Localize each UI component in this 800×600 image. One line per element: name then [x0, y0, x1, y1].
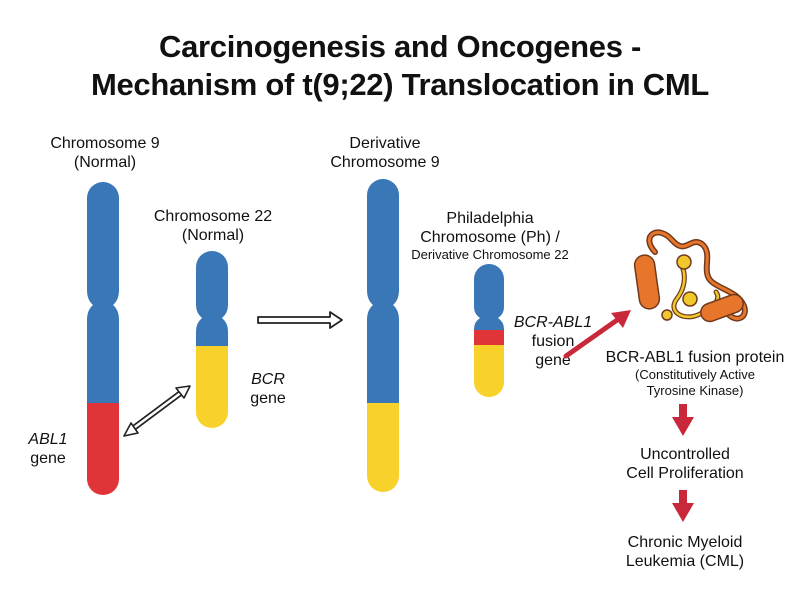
bcr-gene-label: BCR gene — [238, 370, 298, 408]
chromosome-9-name: Chromosome 9 — [50, 135, 160, 152]
fusion-protein-label: BCR-ABL1 fusion protein (Constitutively … — [590, 348, 800, 399]
chromosome-22-name: Chromosome 22 — [153, 208, 273, 225]
derivative-9-line-1: Derivative — [349, 135, 421, 152]
title-line-2: Mechanism of t(9;22) Translocation in CM… — [90, 67, 710, 102]
fusion-gene-label: BCR-ABL1 fusion gene — [508, 313, 598, 370]
title-line-1: Carcinogenesis and Oncogenes - — [159, 29, 641, 64]
cml-line-2: Leukemia (CML) — [625, 553, 745, 570]
cml-line-1: Chronic Myeloid — [627, 534, 743, 551]
translocation-arrow — [257, 311, 343, 329]
fusion-gene-line-3: gene — [535, 352, 571, 369]
philadelphia-chromosome — [474, 264, 504, 397]
fusion-protein-line-2: (Constitutively Active — [635, 367, 755, 382]
abl1-gene-label: ABL1 gene — [18, 430, 78, 468]
chromosome-22 — [196, 251, 228, 428]
fusion-to-protein-arrow — [563, 310, 631, 359]
chromosome-9-state: (Normal) — [73, 154, 137, 171]
cell-proliferation-label: Uncontrolled Cell Proliferation — [595, 445, 775, 483]
abl1-segment — [87, 403, 119, 495]
exchange-double-arrow — [123, 385, 191, 437]
diagram-title: Carcinogenesis and Oncogenes - Mechanism… — [0, 28, 800, 104]
cml-label: Chronic Myeloid Leukemia (CML) — [595, 533, 775, 571]
chromosome-9 — [87, 182, 119, 495]
fusion-protein-icon — [633, 229, 748, 323]
abl1-gene-suffix: gene — [30, 450, 66, 467]
fusion-gene-line-2: fusion — [531, 333, 575, 350]
fusion-protein-line-3: Tyrosine Kinase) — [646, 383, 744, 398]
proliferation-line-2: Cell Proliferation — [626, 465, 744, 482]
derivative-chromosome-9 — [367, 179, 399, 492]
chromosome-22-label: Chromosome 22 (Normal) — [138, 207, 288, 245]
chromosome-9-label: Chromosome 9 (Normal) — [30, 134, 180, 172]
philadelphia-chromosome-label: Philadelphia Chromosome (Ph) / Derivativ… — [400, 209, 580, 263]
fusion-gene-name: BCR-ABL1 — [513, 314, 593, 331]
bcr-gene-suffix: gene — [250, 390, 286, 407]
proliferation-to-cml-arrow — [672, 490, 694, 522]
chromosome-22-state: (Normal) — [181, 227, 245, 244]
derivative-chromosome-9-label: Derivative Chromosome 9 — [310, 134, 460, 172]
abl1-gene-name: ABL1 — [28, 431, 68, 448]
bcr-segment — [196, 346, 228, 428]
ph-bcr-segment — [474, 345, 504, 397]
derivative-9-yellow-segment — [367, 403, 399, 492]
fusion-protein-title: BCR-ABL1 fusion protein — [605, 349, 785, 366]
philadelphia-line-3: Derivative Chromosome 22 — [411, 247, 569, 262]
proliferation-line-1: Uncontrolled — [640, 446, 730, 463]
bcr-gene-name: BCR — [251, 371, 285, 388]
philadelphia-line-2: Chromosome (Ph) / — [420, 229, 560, 246]
philadelphia-line-1: Philadelphia — [446, 210, 534, 227]
ph-abl1-segment — [474, 330, 504, 346]
derivative-9-line-2: Chromosome 9 — [330, 154, 440, 171]
protein-to-proliferation-arrow — [672, 404, 694, 436]
